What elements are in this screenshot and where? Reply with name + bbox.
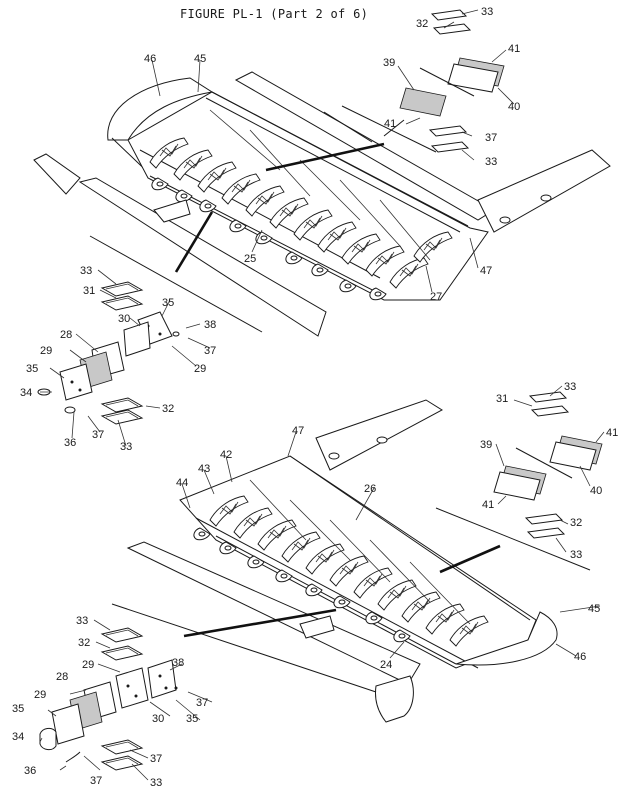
callout-upper-33d: 33: [120, 441, 132, 453]
callout-lower-32b: 32: [78, 637, 90, 649]
callout-lower-30: 30: [152, 713, 164, 725]
upper-hardware-right: [399, 9, 505, 153]
callout-lower-40: 40: [590, 485, 602, 497]
callout-lower-33c: 33: [76, 615, 88, 627]
lower-wing-assembly: [111, 399, 591, 723]
callout-upper-31: 31: [83, 285, 95, 297]
callout-lower-33d: 33: [150, 777, 162, 789]
callout-lower-37b: 37: [150, 753, 162, 765]
callout-upper-38: 38: [204, 319, 216, 331]
callout-upper-47: 47: [480, 265, 492, 277]
callout-lower-32a: 32: [570, 517, 582, 529]
callout-upper-27: 27: [430, 291, 442, 303]
callouts-lower: 33 31 41 39 40 41 32 33 47 42 43 44 26 4…: [12, 381, 618, 789]
lower-skin-panel-top: [315, 399, 443, 471]
callout-upper-33b: 33: [485, 156, 497, 168]
callout-upper-39a: 39: [383, 57, 395, 69]
callout-lower-43: 43: [198, 463, 210, 475]
callout-upper-33c: 33: [80, 265, 92, 277]
callout-lower-29a: 29: [82, 659, 94, 671]
callout-upper-29a: 29: [40, 345, 52, 357]
callout-upper-32a: 32: [416, 18, 428, 30]
callout-lower-29b: 29: [34, 689, 46, 701]
callout-lower-34: 34: [12, 731, 24, 743]
upper-skin-panel-right: [477, 149, 611, 233]
callout-upper-32b: 32: [162, 403, 174, 415]
lower-hardware-left: [39, 627, 178, 771]
figure-title: FIGURE PL-1 (Part 2 of 6): [180, 7, 368, 21]
callout-lower-31: 31: [496, 393, 508, 405]
upper-wing-tip: [107, 77, 214, 141]
callout-lower-42: 42: [220, 449, 232, 461]
lower-wing-tip: [455, 611, 558, 666]
callouts-upper: 33 32 41 39 40 41 37 33 46 45 25 47 27 3…: [20, 6, 520, 453]
upper-aileron: [33, 153, 81, 195]
lower-aileron: [126, 541, 421, 685]
callout-upper-25: 25: [244, 253, 256, 265]
callout-upper-41a: 41: [508, 43, 520, 55]
lower-wing-fairing: [375, 675, 414, 723]
callout-upper-45: 45: [194, 53, 206, 65]
callout-lower-37c: 37: [90, 775, 102, 787]
callout-upper-29b: 29: [194, 363, 206, 375]
upper-wing-assembly: [33, 71, 611, 337]
callout-lower-41b: 41: [482, 499, 494, 511]
callout-lower-33b: 33: [570, 549, 582, 561]
callout-upper-37b: 37: [204, 345, 216, 357]
callout-upper-37c: 37: [92, 429, 104, 441]
callout-lower-24: 24: [380, 659, 392, 671]
callout-upper-34: 34: [20, 387, 32, 399]
callout-lower-38: 38: [172, 657, 184, 669]
callout-lower-28: 28: [56, 671, 68, 683]
callout-lower-47: 47: [292, 425, 304, 437]
callout-lower-41a: 41: [606, 427, 618, 439]
callout-lower-44: 44: [176, 477, 188, 489]
callout-leaders: [39, 9, 605, 781]
callout-lower-35b: 35: [12, 703, 24, 715]
callout-upper-28: 28: [60, 329, 72, 341]
callout-lower-33a: 33: [564, 381, 576, 393]
callout-lower-45: 45: [588, 603, 600, 615]
callout-lower-36: 36: [24, 765, 36, 777]
callout-upper-41b: 41: [384, 118, 396, 130]
callout-upper-40a: 40: [508, 101, 520, 113]
callout-lower-35a: 35: [186, 713, 198, 725]
callout-upper-46: 46: [144, 53, 156, 65]
callout-upper-35a: 35: [162, 297, 174, 309]
callout-lower-46: 46: [574, 651, 586, 663]
callout-lower-26: 26: [364, 483, 376, 495]
callout-upper-30: 30: [118, 313, 130, 325]
callout-lower-39: 39: [480, 439, 492, 451]
callout-upper-37a: 37: [485, 132, 497, 144]
callout-upper-36: 36: [64, 437, 76, 449]
callout-upper-35b: 35: [26, 363, 38, 375]
callout-upper-33a: 33: [481, 6, 493, 18]
lower-hardware-right: [493, 391, 603, 539]
upper-hardware-left: [37, 281, 180, 425]
callout-lower-37a: 37: [196, 697, 208, 709]
